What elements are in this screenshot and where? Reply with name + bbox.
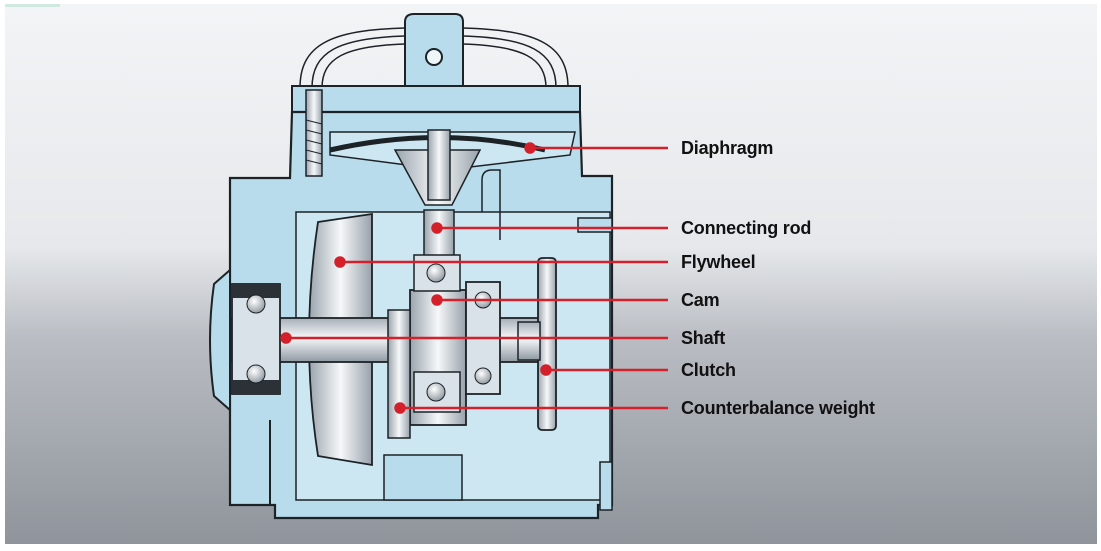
label-shaft: Shaft (681, 328, 726, 348)
bolt (305, 89, 323, 177)
top-frame-wires (299, 27, 569, 89)
label-counterbalance-weight: Counterbalance weight (681, 398, 875, 418)
label-connecting-rod: Connecting rod (681, 218, 812, 238)
leader-lines (280, 142, 668, 414)
connecting-rod (423, 209, 455, 261)
cover-plate (291, 85, 581, 115)
label-clutch: Clutch (681, 360, 736, 380)
label-cam: Cam (681, 290, 720, 310)
label-diaphragm: Diaphragm (681, 138, 774, 158)
left-bearing (231, 283, 281, 395)
counterbalance-weight (387, 309, 411, 439)
end-cover (209, 267, 231, 413)
label-flywheel: Flywheel (681, 252, 756, 272)
